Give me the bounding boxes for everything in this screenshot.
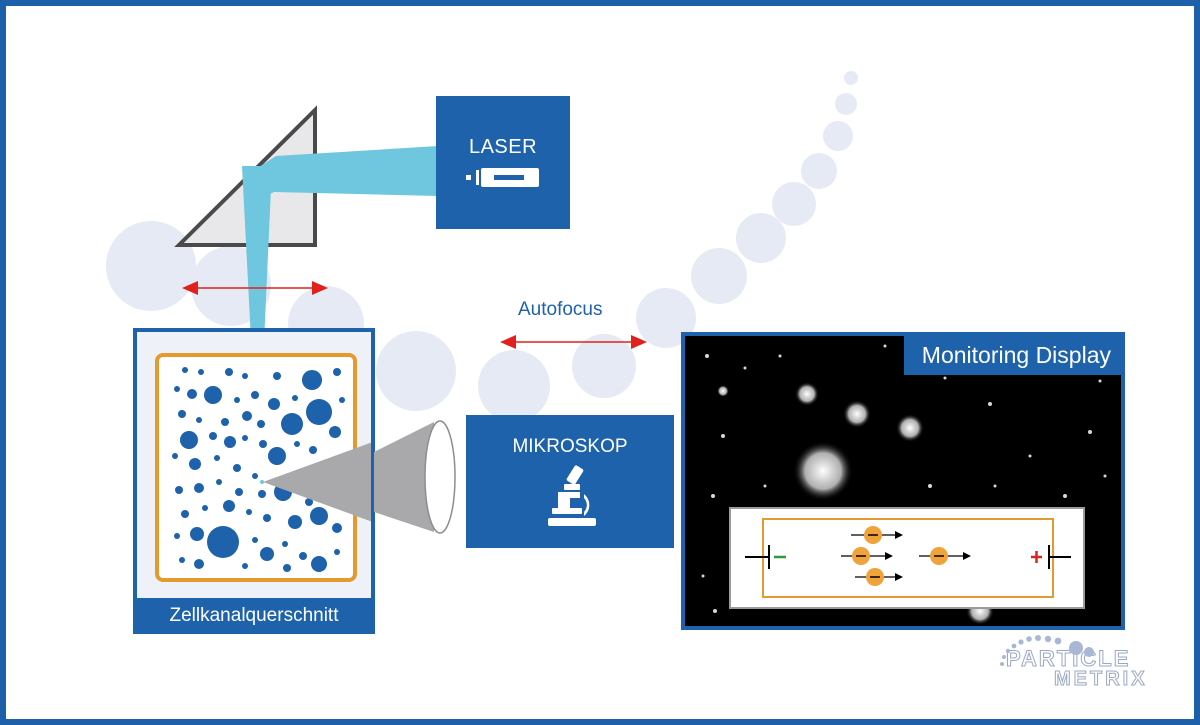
- positive-electrode: [1031, 551, 1042, 563]
- prism-shift-arrow: [182, 281, 328, 295]
- laser-beam-horizontal: [248, 146, 438, 202]
- cell-caption: Zellkanalquerschnitt: [133, 598, 375, 634]
- logo-dots-icon: [1000, 635, 1094, 666]
- particle-1: [851, 526, 903, 544]
- laser-box: LASER: [436, 96, 570, 229]
- autofocus-arrow: [500, 335, 647, 349]
- diagram-graphics: [106, 71, 858, 476]
- observation-cone: [263, 442, 371, 522]
- laser-label: LASER: [468, 136, 538, 158]
- beam-focus-point: [260, 480, 264, 484]
- moving-particles: [841, 526, 971, 586]
- monitor-particle-image: [701, 344, 1107, 625]
- inset-channel: [762, 518, 1054, 598]
- laser-beam-vertical: [242, 166, 272, 476]
- logo-line-2: METRIX: [1054, 668, 1148, 691]
- small-particles: [701, 344, 1107, 613]
- particle-2: [841, 547, 893, 565]
- monitor-title: Monitoring Display: [903, 336, 1121, 375]
- logo-line-1: PARTICLE: [1006, 646, 1131, 672]
- laser-device-icon: [466, 168, 539, 187]
- cell-channel-graphic: [155, 353, 371, 582]
- microscope-objective-lens: [374, 420, 456, 534]
- cell-particles: [172, 367, 346, 572]
- electrophoresis-inset: [729, 507, 1085, 609]
- autofocus-label: Autofocus: [518, 299, 603, 320]
- cell-channel-panel: [133, 328, 375, 634]
- particle-metrix-logo: PARTICLE METRIX: [1000, 635, 1148, 691]
- monitoring-display: Monitoring Display: [681, 332, 1125, 630]
- particle-4: [919, 547, 971, 565]
- electrophoresis-schematic: [745, 518, 1071, 598]
- particle-3: [855, 568, 903, 586]
- microscope-icon: [548, 465, 596, 526]
- microscope-box: MIKROSKOP: [466, 415, 674, 548]
- microscope-label: MIKROSKOP: [512, 436, 628, 457]
